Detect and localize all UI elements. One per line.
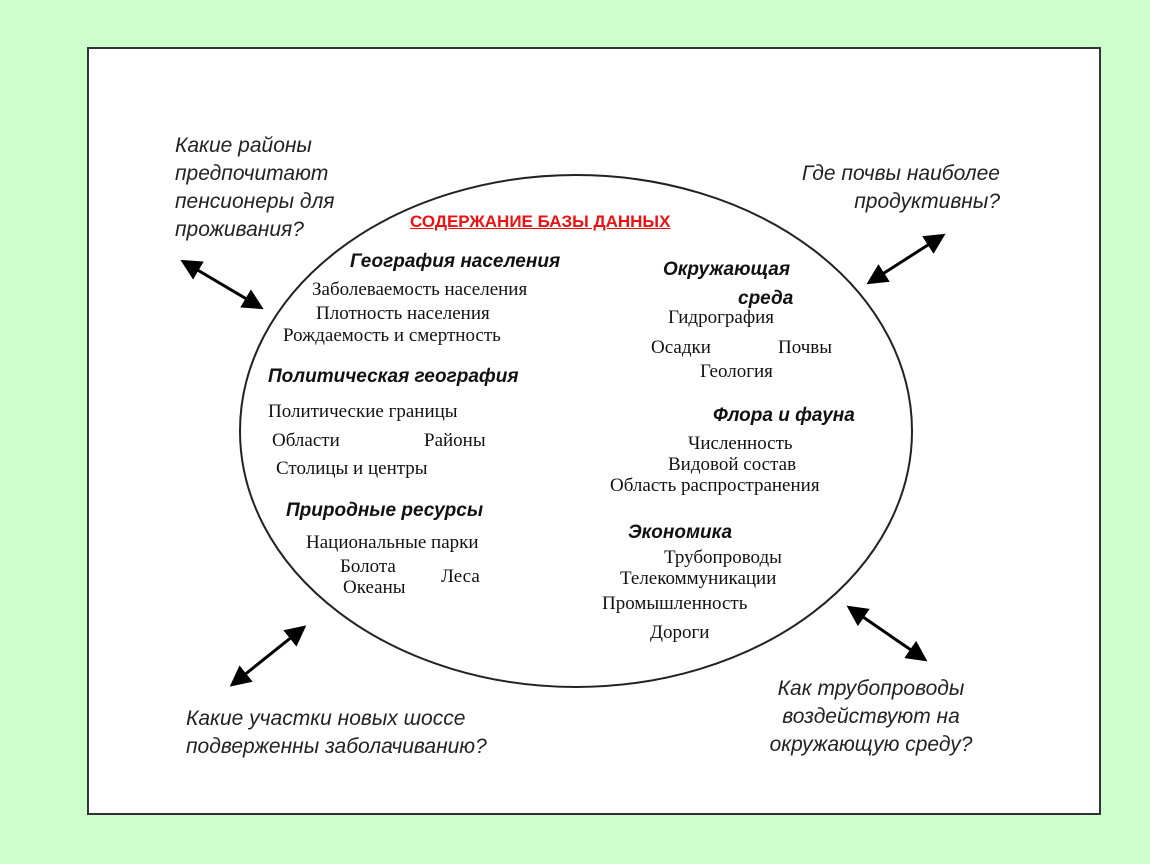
category-item: Численность [688, 433, 793, 454]
double-arrow-icon [846, 605, 928, 662]
category-heading-population: География населения [350, 251, 561, 272]
category-heading-environment: Окружающая [663, 259, 791, 280]
question-bottom-left: Какие участки новых шоссе подверженны за… [186, 707, 487, 758]
question-bottom-right: Как трубопроводы воздействуют на окружаю… [769, 677, 973, 756]
category-heading-economy: Экономика [628, 522, 733, 543]
category-item: Геология [700, 361, 773, 382]
category-item: Национальные парки [306, 532, 479, 553]
category-item: Заболеваемость населения [312, 279, 528, 300]
double-arrow-icon [866, 233, 946, 285]
diagram-title: СОДЕРЖАНИЕ БАЗЫ ДАННЫХ [410, 212, 671, 231]
category-item: Океаны [343, 577, 406, 598]
category-item: Трубопроводы [664, 547, 782, 568]
category-heading-political: Политическая география [268, 366, 519, 387]
category-item: Области [272, 430, 340, 451]
category-item: Леса [441, 566, 480, 587]
category-item: Осадки [651, 337, 711, 358]
category-heading-environment-line2: среда [738, 288, 794, 309]
category-item: Дороги [650, 622, 710, 643]
double-arrow-icon [229, 625, 307, 687]
category-item: Промышленность [602, 593, 748, 614]
category-item: Телекоммуникации [620, 568, 777, 589]
question-top-right: Где почвы наиболее продуктивны? [801, 162, 1000, 213]
category-item: Плотность населения [316, 303, 490, 324]
category-item: Столицы и центры [276, 458, 428, 479]
category-item: Гидрография [668, 307, 775, 328]
category-item: Почвы [778, 337, 833, 358]
category-item: Рождаемость и смертность [283, 325, 501, 346]
database-ellipse [239, 174, 913, 688]
category-item: Районы [424, 430, 486, 451]
category-item: Область распространения [610, 475, 820, 496]
category-heading-resources: Природные ресурсы [286, 500, 484, 521]
category-item: Политические границы [268, 401, 458, 422]
category-item: Видовой состав [668, 454, 797, 475]
category-item: Болота [340, 556, 396, 577]
question-top-left: Какие районы предпочитают пенсионеры для… [175, 134, 335, 241]
category-heading-flora: Флора и фауна [713, 405, 855, 426]
double-arrow-icon [180, 259, 264, 310]
